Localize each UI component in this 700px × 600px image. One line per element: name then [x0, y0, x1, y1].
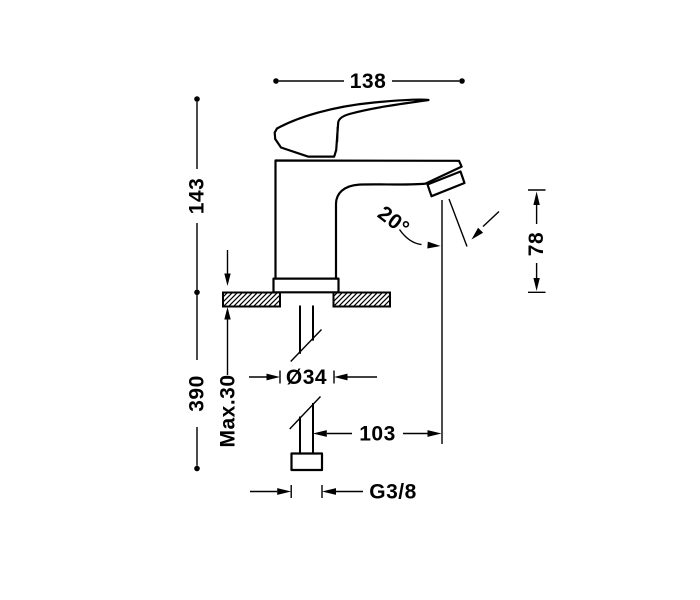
faucet-base — [272, 277, 340, 294]
dim-hole-diameter: Ø34 — [249, 366, 377, 389]
dim-end-dot — [459, 78, 465, 84]
dim-outlet-height: 78 — [525, 189, 548, 293]
dim-label-hole-diameter: Ø34 — [286, 366, 327, 389]
deck-hatch-right — [332, 291, 391, 308]
dim-label-spout-reach: 138 — [350, 70, 387, 93]
dim-outlet-angle: 20° — [373, 198, 500, 444]
dim-label-outlet-height: 78 — [525, 232, 548, 256]
dim-length-below-deck: 390 — [186, 295, 209, 472]
deck-hatch-left — [222, 291, 281, 308]
arrow-down-left-icon — [471, 227, 484, 240]
dim-label-length-below-deck: 390 — [186, 375, 209, 412]
arrow-right-icon — [427, 241, 441, 249]
pipe-upper-segment — [299, 305, 314, 354]
arrow-down-icon — [224, 273, 231, 286]
dim-label-height-above-deck: 143 — [186, 178, 209, 215]
dim-label-outlet-angle: 20° — [373, 202, 413, 240]
dim-label-supply-thread: G3/8 — [369, 481, 417, 504]
angle-pointer-line — [482, 210, 500, 228]
dim-spout-reach: 138 — [273, 70, 465, 93]
arrow-left-icon — [334, 373, 348, 381]
mounting-deck — [222, 291, 391, 308]
faucet-handle — [273, 98, 430, 158]
dim-label-outlet-offset: 103 — [359, 423, 396, 446]
dim-supply-thread: G3/8 — [250, 481, 417, 504]
dim-outlet-offset: 103 — [312, 423, 442, 446]
arrow-up-icon — [533, 191, 540, 205]
arrow-up-icon — [224, 307, 231, 320]
arrow-right-icon — [427, 430, 442, 437]
dim-end-dot — [194, 289, 200, 296]
pipe-break-mark-upper — [290, 329, 323, 362]
arrow-right-icon — [277, 488, 292, 495]
dim-height-above-deck: 143 — [186, 96, 209, 296]
arrow-left-icon — [322, 488, 336, 495]
arrow-left-icon — [312, 430, 327, 437]
aerator-outlet — [426, 170, 466, 198]
arrow-right-icon — [266, 373, 280, 381]
supply-connector — [290, 452, 324, 472]
pipe-lower-segment — [299, 403, 314, 455]
dim-max-deck-thickness: Max.30 — [217, 250, 240, 448]
dim-end-dot — [194, 465, 200, 472]
arrow-down-icon — [533, 278, 540, 291]
faucet-body — [274, 159, 463, 280]
supply-pipe — [289, 305, 324, 472]
angle-flow-line — [448, 198, 468, 247]
dim-end-dot — [194, 96, 200, 102]
angle-arc-leader — [398, 229, 422, 246]
dim-label-max-deck-thickness: Max.30 — [217, 374, 240, 447]
pipe-break-mark-lower — [289, 396, 322, 430]
dim-end-dot — [273, 78, 279, 84]
faucet-outline — [272, 98, 466, 294]
